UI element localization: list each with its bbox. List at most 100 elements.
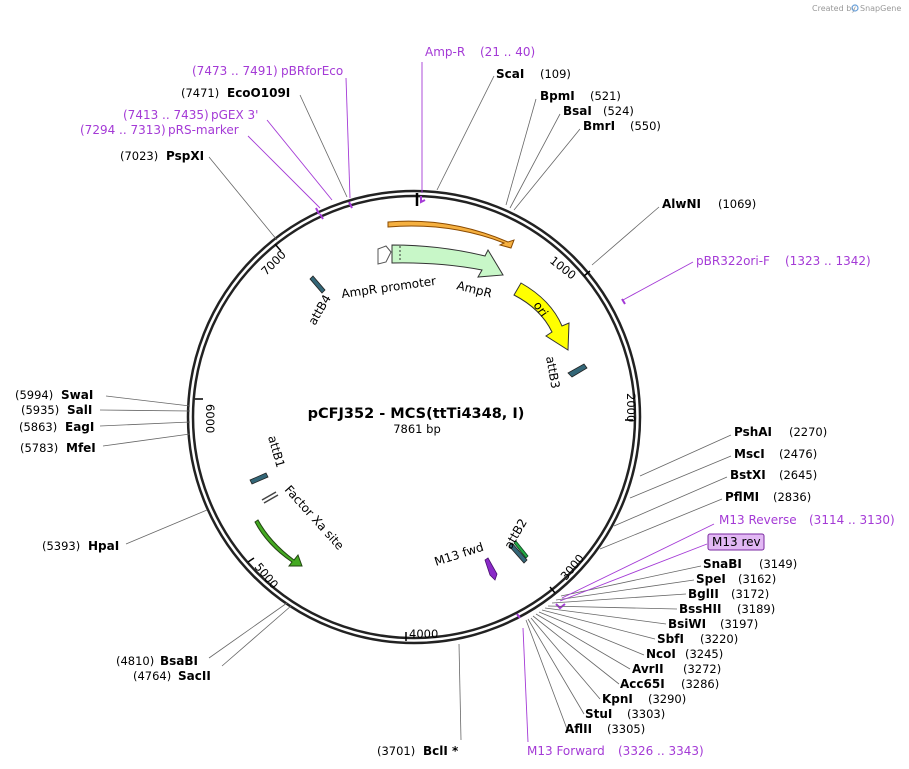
enzyme-position: (1069) xyxy=(718,197,756,211)
enzyme-name[interactable]: Acc65I xyxy=(620,677,665,691)
primer-leader-lines xyxy=(247,62,715,743)
enzyme-position: (5863) xyxy=(19,420,57,434)
attB2-label: attB2 xyxy=(501,516,529,551)
primer-name[interactable]: pRS-marker xyxy=(168,123,239,137)
enzyme-name[interactable]: BssHII xyxy=(679,602,721,616)
m13-rev-highlight[interactable] xyxy=(707,533,765,551)
primer-labels: Amp-R (21 .. 40) (7473 .. 7491) pBRforEc… xyxy=(80,45,895,758)
credit-brand: SnapGene xyxy=(860,4,901,13)
enzyme-name[interactable]: MscI xyxy=(734,447,765,461)
attB3-label: attB3 xyxy=(543,355,562,390)
factor-xa-arrow[interactable] xyxy=(254,519,303,567)
enzyme-position: (3189) xyxy=(737,602,775,616)
enzyme-position: (3197) xyxy=(720,617,758,631)
ampr-promoter-arrow[interactable] xyxy=(377,245,392,265)
tick-7000: 7000 xyxy=(258,248,289,279)
plasmid-length: 7861 bp xyxy=(393,422,441,436)
enzyme-name[interactable]: AlwNI xyxy=(662,197,701,211)
tick-4000: 4000 xyxy=(409,627,438,641)
m13-fwd-label: M13 fwd xyxy=(433,540,486,569)
enzyme-position: (7471) xyxy=(181,86,219,100)
enzyme-name[interactable]: BsaBI xyxy=(160,654,198,668)
enzyme-position: (5783) xyxy=(20,441,58,455)
enzyme-name[interactable]: NcoI xyxy=(646,647,676,661)
enzyme-position: (3149) xyxy=(759,557,797,571)
enzyme-position: (3286) xyxy=(681,677,719,691)
primer-markers xyxy=(315,196,626,619)
enzyme-labels-right: ScaI (109) BpmI (521) BsaI (524) BmrI (5… xyxy=(496,67,827,736)
enzyme-position: (3162) xyxy=(738,572,776,586)
primer-name[interactable]: Amp-R xyxy=(425,45,465,59)
enzyme-name[interactable]: EcoO109I xyxy=(227,86,290,100)
factor-xa-label: Factor Xa site xyxy=(282,483,347,553)
factor-xa-mark-2 xyxy=(263,494,279,504)
enzyme-name[interactable]: AflII xyxy=(565,722,592,736)
enzyme-position: (2476) xyxy=(779,447,817,461)
enzyme-position: (3245) xyxy=(685,647,723,661)
enzyme-position: (4810) xyxy=(116,654,154,668)
enzyme-position: (521) xyxy=(590,89,621,103)
enzyme-position: (3172) xyxy=(731,587,769,601)
ori-feature-arrow[interactable] xyxy=(513,282,570,351)
attB4-feature[interactable] xyxy=(309,275,326,294)
enzyme-name[interactable]: BsaI xyxy=(563,104,592,118)
enzyme-name[interactable]: SwaI xyxy=(61,388,93,402)
enzyme-position: (7023) xyxy=(120,149,158,163)
enzyme-name[interactable]: StuI xyxy=(585,707,612,721)
primer-name[interactable]: pGEX 3' xyxy=(211,108,258,122)
enzyme-position: (2645) xyxy=(779,468,817,482)
enzyme-name[interactable]: PshAI xyxy=(734,425,772,439)
primer-name[interactable]: pBR322ori-F xyxy=(696,254,770,268)
tick-6000: 6000 xyxy=(203,404,217,433)
enzyme-position: (3220) xyxy=(700,632,738,646)
enzyme-position: (3290) xyxy=(648,692,686,706)
primer-name[interactable]: M13 Forward xyxy=(527,744,605,758)
enzyme-name[interactable]: BsiWI xyxy=(668,617,706,631)
enzyme-name[interactable]: EagI xyxy=(65,420,94,434)
enzyme-position: (2270) xyxy=(789,425,827,439)
enzyme-name[interactable]: HpaI xyxy=(88,539,119,553)
enzyme-name[interactable]: BclI * xyxy=(423,744,459,758)
enzyme-name[interactable]: BpmI xyxy=(540,89,575,103)
m13-rev-feature[interactable] xyxy=(513,540,529,559)
attB2-feature[interactable] xyxy=(508,542,528,564)
ampr-feature-arrow[interactable] xyxy=(391,244,504,278)
enzyme-name[interactable]: BglII xyxy=(688,587,719,601)
backbone-outer xyxy=(186,189,642,645)
attB3-feature[interactable] xyxy=(567,363,588,378)
enzyme-name[interactable]: PflMI xyxy=(725,490,759,504)
enzyme-leader-lines xyxy=(99,75,732,741)
backbone-inner xyxy=(191,194,637,640)
ampr-promoter-label: AmpR promoter xyxy=(340,274,436,301)
enzyme-name[interactable]: SnaBI xyxy=(703,557,742,571)
enzyme-position: (4764) xyxy=(133,669,171,683)
enzyme-name[interactable]: ScaI xyxy=(496,67,524,81)
enzyme-name[interactable]: SpeI xyxy=(696,572,726,586)
enzyme-name[interactable]: SalI xyxy=(67,403,92,417)
primer-range: (1323 .. 1342) xyxy=(785,254,871,268)
attB1-feature[interactable] xyxy=(249,472,269,485)
enzyme-name[interactable]: SacII xyxy=(178,669,211,683)
enzyme-name[interactable]: MfeI xyxy=(66,441,96,455)
primer-range: (7473 .. 7491) xyxy=(192,64,278,78)
primer-range: (21 .. 40) xyxy=(480,45,535,59)
enzyme-name[interactable]: BmrI xyxy=(583,119,615,133)
enzyme-position: (3272) xyxy=(683,662,721,676)
enzyme-position: (524) xyxy=(603,104,634,118)
enzyme-name[interactable]: BstXI xyxy=(730,468,766,482)
enzyme-name[interactable]: SbfI xyxy=(657,632,684,646)
primer-range: (7294 .. 7313) xyxy=(80,123,166,137)
enzyme-name[interactable]: KpnI xyxy=(602,692,633,706)
enzyme-position: (3701) xyxy=(377,744,415,758)
ruler-ticks xyxy=(195,243,633,641)
enzyme-name[interactable]: AvrII xyxy=(632,662,664,676)
ampr-label: AmpR xyxy=(455,278,493,300)
enzyme-name[interactable]: PspXI xyxy=(166,149,204,163)
m13-fwd-feature[interactable] xyxy=(484,557,498,581)
amp-r-primer-arrow[interactable] xyxy=(387,220,515,249)
factor-xa-mark-1 xyxy=(261,491,277,501)
primer-name[interactable]: M13 Reverse xyxy=(719,513,797,527)
primer-name[interactable]: M13 rev xyxy=(712,535,761,549)
primer-name[interactable]: pBRforEco xyxy=(281,64,343,78)
